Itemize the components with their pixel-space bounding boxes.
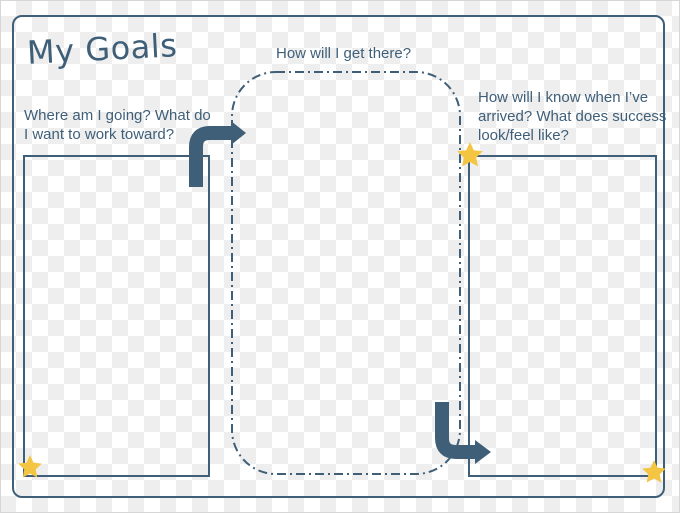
bent-arrow-right-icon	[189, 121, 246, 187]
success-writing-box[interactable]	[468, 155, 657, 477]
bent-arrow-down-right-icon	[435, 402, 491, 464]
prompt-how-will-i-know: How will I know when I’ve arrived? What …	[478, 89, 667, 144]
star-icon	[642, 460, 666, 483]
prompt-where-am-i-going: Where am I going? What do I want to work…	[24, 107, 211, 143]
prompt-how-will-i-get-there: How will I get there?	[276, 45, 412, 62]
worksheet-frame	[12, 15, 665, 498]
star-icon	[457, 142, 483, 167]
path-dashdot-box[interactable]	[231, 71, 461, 475]
star-icon	[18, 455, 42, 478]
goal-writing-box[interactable]	[23, 155, 210, 477]
